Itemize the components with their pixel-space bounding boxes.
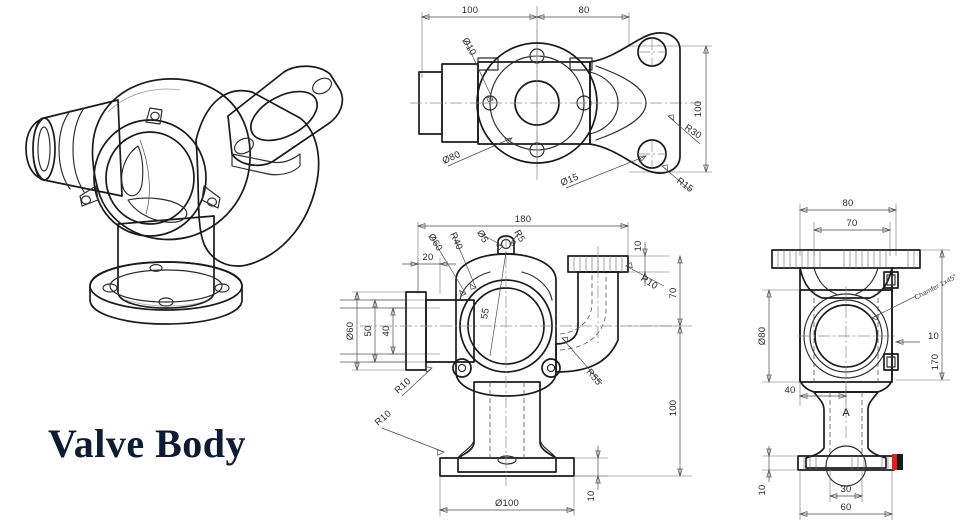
dim-side-10-right: 10	[928, 331, 939, 342]
top-view: 100 80 100	[400, 0, 740, 200]
top-vertical-dim: 100	[629, 44, 712, 174]
render-flange-lugs	[79, 107, 221, 209]
valve-body-3d-render	[25, 65, 344, 325]
render-top-flange	[227, 65, 344, 176]
dim-side-40: 40	[785, 385, 796, 396]
render-front-flange-ring	[79, 107, 221, 237]
dim-top-r30: R30	[682, 122, 703, 141]
front-10-bottom-dim: 10	[574, 446, 608, 501]
side-170-dim: 170	[896, 248, 950, 382]
dim-side-170: 170	[930, 354, 941, 370]
dim-front-r10-a: R10	[393, 376, 414, 396]
dim-front-180: 180	[515, 214, 531, 225]
front-base-column	[439, 381, 575, 477]
dim-front-d5: Ø5	[474, 228, 490, 245]
side-40-dim: 40	[785, 382, 848, 406]
section-label-a: A	[842, 407, 850, 419]
side-30-dim: 30	[828, 470, 864, 502]
dim-front-r5: R5	[511, 228, 527, 244]
render-main-body	[91, 78, 251, 241]
dim-top-r15: R15	[674, 176, 695, 195]
dim-side-10-left: 10	[757, 485, 768, 496]
front-elbow-outlet	[555, 246, 629, 373]
dim-front-d100: Ø100	[495, 498, 519, 509]
dim-top-100: 100	[462, 5, 478, 16]
side-base	[797, 391, 903, 487]
dim-front-d60: Ø60	[345, 322, 356, 341]
side-10-right-dim: 10	[894, 331, 939, 345]
side-d80-dim: Ø80	[757, 288, 800, 384]
top-inlet-pipe	[418, 63, 479, 143]
side-bore	[798, 286, 898, 440]
front-d100-dim: Ø100	[438, 476, 576, 516]
dim-front-d60-leader: Ø60	[425, 232, 444, 254]
top-branch-flange	[589, 32, 681, 174]
front-side-lugs	[452, 358, 561, 378]
dim-front-10-top: 10	[633, 241, 644, 252]
dim-top-d10: Ø10	[459, 36, 478, 58]
side-top-flange	[771, 249, 921, 269]
note-chamfer: Chamfer 1x45°	[913, 273, 958, 302]
page-title: Valve Body	[48, 421, 247, 466]
dim-side-60: 60	[841, 502, 852, 513]
dim-side-d80: Ø80	[757, 327, 768, 346]
render-bottom-flange	[89, 261, 243, 325]
isometric-render-panel: Valve Body	[0, 0, 360, 530]
dim-side-70: 70	[847, 218, 858, 229]
render-inlet-pipe	[25, 99, 123, 197]
side-view: 80 70	[756, 190, 960, 530]
dim-front-55: 55	[479, 307, 492, 320]
dim-front-r10-b: R10	[373, 408, 394, 428]
dim-top-d80: Ø80	[441, 149, 462, 167]
front-180-dim: 180	[416, 214, 630, 292]
dim-front-r40: R40	[447, 231, 464, 252]
side-chamfer-note: Chamfer 1x45°	[871, 273, 958, 321]
front-inlet-pipe	[340, 291, 475, 371]
dim-front-50: 50	[363, 326, 374, 337]
dim-side-80: 80	[843, 198, 854, 209]
front-leaders: Ø60 R40 Ø5 R5 55 R10 R10	[373, 228, 665, 456]
dim-front-20: 20	[423, 252, 434, 263]
front-20-dim: 20	[402, 252, 456, 294]
side-lugs	[883, 271, 899, 371]
side-10-left-dim: 10	[757, 446, 798, 495]
dim-front-70: 70	[668, 288, 679, 299]
front-base-flange	[439, 457, 575, 477]
dim-front-40: 40	[381, 326, 392, 337]
dim-front-100: 100	[668, 400, 679, 416]
front-outlet-hatch	[573, 256, 623, 272]
side-80-dim: 80	[798, 198, 898, 256]
side-red-marker	[892, 454, 897, 470]
dim-top-100-vertical: 100	[693, 101, 704, 117]
side-60-dim: 60	[798, 470, 894, 520]
render-internal-disc	[121, 139, 188, 223]
dim-front-10-bottom: 10	[586, 491, 597, 502]
dim-front-r55: R55	[584, 367, 604, 388]
dim-top-80: 80	[579, 5, 590, 16]
dim-front-r10-c: R10	[638, 273, 659, 292]
dim-side-30: 30	[841, 484, 852, 495]
front-view: 180 20 Ø60	[340, 196, 740, 530]
